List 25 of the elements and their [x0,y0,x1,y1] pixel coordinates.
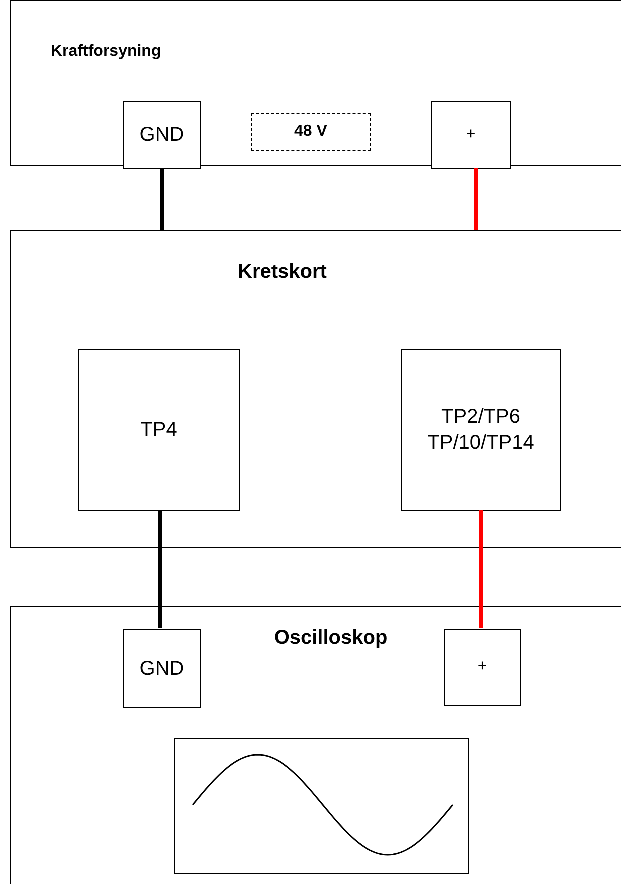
terminal-box [123,629,201,708]
oscilloscope-screen-drawing [174,738,469,874]
wire [474,168,478,230]
wire [160,168,164,230]
box-label: TP2/TP6 TP/10/TP14 [426,405,536,456]
voltage-box [251,113,371,151]
panel-title: Oscilloskop [273,627,389,650]
wire [479,510,483,628]
box-label: + [465,124,477,145]
circuit-board-panel [10,230,621,548]
test-point-box [401,349,561,511]
box-label: GND [138,123,186,148]
box-label: + [476,657,488,678]
panel-title: Kretskort [238,261,327,284]
box-label: GND [138,656,186,682]
terminal-box [123,101,201,169]
panel-title: Kraftforsyning [51,43,162,61]
box-label: TP4 [140,418,178,443]
box-label: 48 V [294,122,328,142]
oscilloscope-panel [10,606,621,884]
wire [158,510,162,628]
test-point-box [78,349,240,511]
power-supply-panel [10,0,621,166]
terminal-box [431,101,511,169]
terminal-box [444,629,521,706]
